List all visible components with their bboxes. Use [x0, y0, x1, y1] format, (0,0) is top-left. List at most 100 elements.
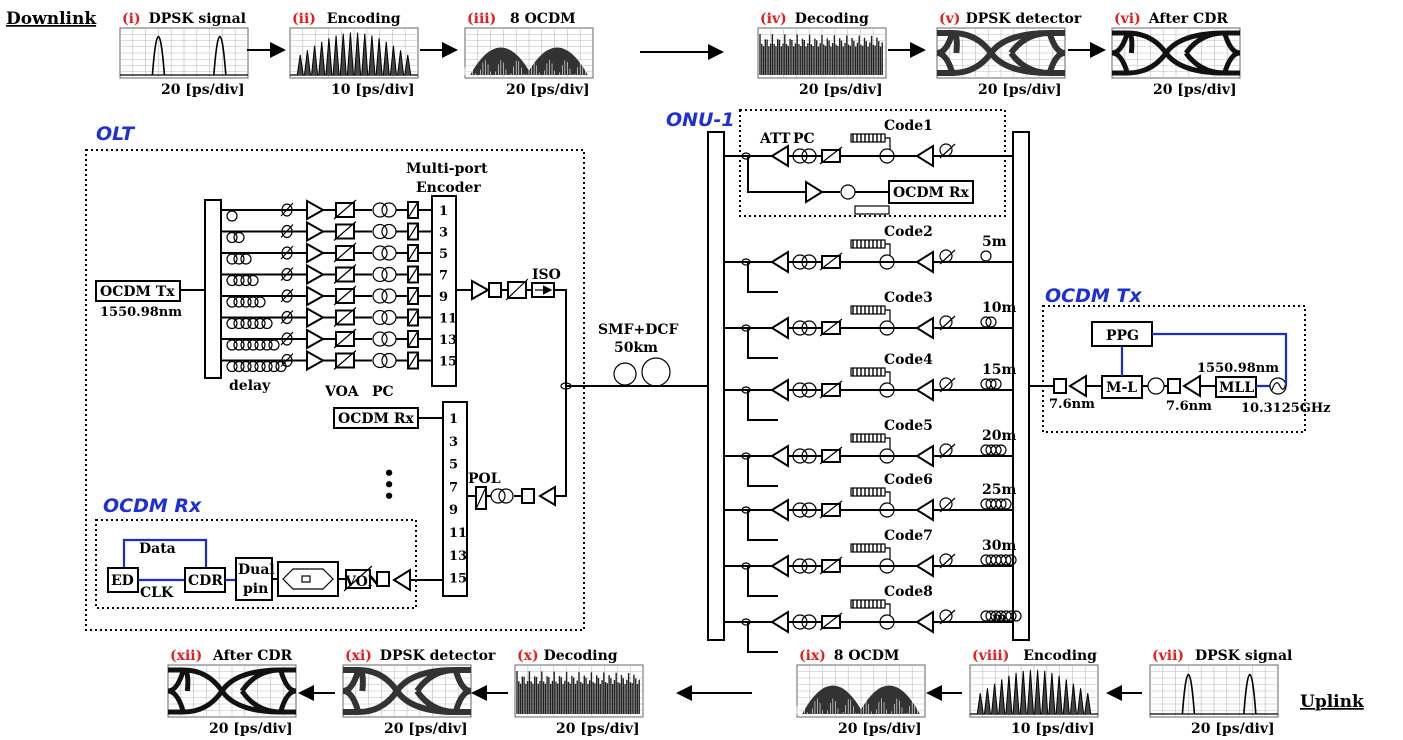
encoder-port: 15	[439, 355, 457, 370]
onu-amp-icon	[770, 378, 789, 402]
wl-tx-label: 1550.98nm	[1197, 361, 1279, 376]
olt-branch	[221, 263, 432, 287]
amplifier-icon	[306, 285, 326, 307]
decoder-port: 7	[449, 480, 458, 495]
fbg-icon	[850, 487, 886, 497]
onu-tx-amp-icon	[915, 444, 934, 468]
phase-shifter-icon	[281, 224, 293, 239]
onu-amp-icon	[770, 610, 789, 634]
ppg-label: PPG	[1106, 328, 1139, 344]
encoder-port: 11	[439, 312, 457, 327]
rx-filter-icon	[376, 571, 390, 587]
olt-splitter	[204, 199, 222, 379]
onu-amp-icon	[770, 250, 789, 274]
fiber-length-label: 10m	[982, 300, 1016, 316]
fbg-icon	[850, 239, 886, 249]
uplink-label: Uplink	[1300, 692, 1365, 712]
panel-index: (vi)	[1114, 11, 1141, 27]
onu-row: Code7 30m	[724, 528, 1017, 597]
circulator-icon	[879, 614, 895, 630]
encoder-port: 7	[439, 269, 448, 284]
decoder-port: 1	[449, 412, 458, 427]
panel-scale: 20 [ps/div]	[1191, 721, 1275, 737]
voa-label: VOA	[324, 384, 360, 400]
panel-scale: 10 [ps/div]	[331, 82, 415, 98]
fiber-length-label: 20m	[982, 428, 1016, 444]
fiber-length-label: m	[992, 610, 1007, 626]
fiber-length-label: 30m	[982, 538, 1016, 554]
panel-title: Encoding	[327, 11, 401, 27]
pc-icon	[372, 331, 388, 347]
phase-shifter-icon	[281, 246, 293, 260]
panel-title: Encoding	[1023, 648, 1097, 664]
olt-branch	[221, 306, 432, 330]
panel-title: After CDR	[1148, 11, 1229, 27]
panel-title: DPSK detector	[966, 11, 1082, 27]
panel-title: Decoding	[795, 11, 869, 27]
olt-tx-amp-icon	[471, 279, 491, 301]
fbg-icon	[850, 367, 886, 377]
olt-branch	[221, 199, 432, 222]
ed-box	[107, 567, 139, 593]
amplifier-icon	[306, 349, 326, 372]
amplifier-icon	[306, 328, 326, 350]
onu-tx-amp-icon	[915, 144, 934, 168]
iso-label: ISO	[532, 267, 561, 283]
smf-label-2: 50km	[614, 340, 658, 356]
pol-label: POL	[468, 471, 501, 487]
panel-scale: 10 [ps/div]	[1011, 721, 1095, 737]
onu-tx-amp-icon	[915, 316, 934, 340]
panel-title: DPSK detector	[380, 648, 496, 664]
filter-label-2: 7.6nm	[1166, 399, 1212, 414]
pc-label: PC	[372, 384, 394, 400]
clk-label: CLK	[140, 585, 174, 601]
circulator-icon	[879, 502, 895, 518]
olt-ocdm-tx-label: OCDM Tx	[100, 284, 175, 300]
onu-pc-label: PC	[793, 131, 815, 147]
panel-title: 8 OCDM	[510, 11, 576, 27]
decoder-port: 13	[449, 549, 467, 564]
olt-branches	[221, 199, 432, 373]
fiber-length-label: 5m	[982, 234, 1007, 250]
decoder-port: 15	[449, 572, 467, 587]
olt-branch	[221, 220, 432, 244]
panel-index: (i)	[122, 11, 141, 27]
circulator-icon	[879, 148, 895, 164]
encoder-port: 9	[439, 290, 448, 305]
onu1-rx-label: OCDM Rx	[893, 185, 969, 201]
delay-label: delay	[229, 378, 271, 394]
panel-scale: 20 [ps/div]	[838, 721, 922, 737]
onu-tx-amp-icon	[915, 250, 934, 274]
panel-scale: 20 [ps/div]	[1153, 82, 1237, 98]
phase-shifter-icon	[281, 289, 293, 303]
panel-index: (v)	[939, 11, 960, 27]
encoder-port: 1	[439, 204, 448, 219]
onu-code-label: Code1	[884, 118, 933, 134]
multiport-label-2: Encoder	[416, 180, 481, 196]
onu-amp-icon	[770, 498, 789, 522]
onu1-rx-box	[888, 180, 974, 204]
amplifier-icon	[306, 199, 326, 221]
ocdm-rx-frame	[95, 519, 417, 609]
decoder-port: 5	[449, 458, 458, 473]
fbg-icon	[850, 305, 886, 315]
panel-title: After CDR	[212, 648, 293, 664]
olt-branch	[221, 285, 432, 308]
onu-code-label: Code7	[884, 528, 933, 544]
tx-filter-icon-1	[1053, 378, 1067, 394]
encoder-port: 13	[439, 333, 457, 348]
panel-scale: 20 [ps/div]	[384, 721, 468, 737]
olt-branch	[221, 328, 432, 351]
downlink-arrows	[247, 42, 1106, 60]
ocdm-tx-title: OCDM Tx	[1045, 285, 1142, 307]
ellipsis: •••	[378, 467, 399, 502]
tx-filter-icon-2	[1167, 378, 1181, 394]
